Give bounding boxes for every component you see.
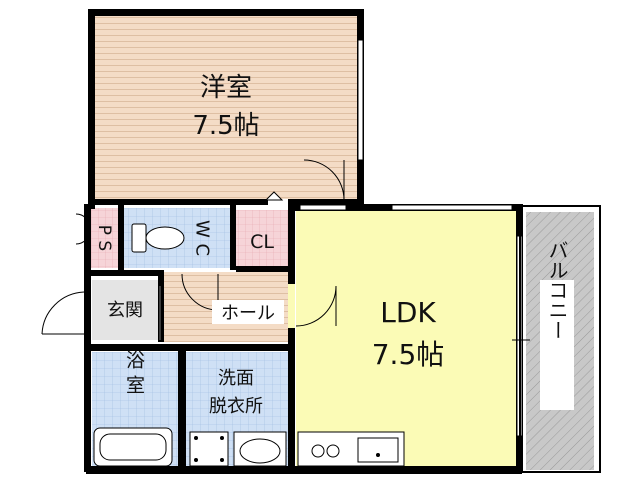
bathroom-label: 浴 室 (123, 350, 145, 394)
western-room-floor (94, 15, 358, 199)
wall (84, 344, 294, 351)
window (299, 204, 347, 211)
washing-machine-icon (189, 431, 229, 467)
door-swing (295, 285, 337, 327)
wall (158, 270, 164, 342)
closet-label: CL (250, 231, 274, 253)
balcony-railing (519, 205, 601, 473)
wall (288, 199, 364, 205)
door-swing (75, 229, 91, 245)
wall (84, 204, 91, 270)
ldk-floor (296, 210, 516, 466)
ps-label: P S (94, 225, 114, 251)
window (357, 39, 364, 161)
wall (88, 199, 268, 205)
entrance-label: 玄関 (107, 300, 143, 321)
door-swing (75, 213, 91, 229)
ldk-doorway (288, 284, 295, 328)
ps-floor (90, 208, 118, 268)
western-room-name: 洋室 (200, 73, 252, 103)
wall (88, 9, 364, 16)
door-swing (181, 273, 219, 311)
bathtub-icon (93, 427, 173, 467)
balcony-label: バルコニー (545, 240, 569, 340)
western-room-size: 7.5帖 (192, 111, 259, 141)
wall (84, 270, 164, 276)
ldk-name: LDK (380, 296, 436, 329)
hall-label: ホール (221, 303, 275, 324)
wall (86, 466, 522, 474)
washroom-label-line2: 脱衣所 (209, 396, 263, 417)
door-swing (41, 291, 85, 335)
closet-floor (236, 210, 288, 270)
wall (230, 204, 236, 270)
hall-label-bg (212, 300, 284, 324)
wall (84, 276, 91, 472)
wash-basin-icon (233, 431, 287, 467)
step-marker (264, 191, 284, 201)
balcony-label-bg (540, 280, 574, 410)
wall (178, 344, 186, 468)
kitchen-counter-icon (297, 431, 405, 467)
wall (118, 204, 124, 270)
entrance-floor (92, 280, 158, 340)
wall (236, 266, 294, 272)
ldk-size: 7.5帖 (372, 338, 445, 371)
door-swing (303, 159, 345, 201)
wall (88, 9, 95, 209)
washroom-label-line1: 洗面 (218, 368, 254, 389)
wc-label: W C (192, 220, 213, 256)
toilet-icon (131, 223, 185, 253)
wall (288, 204, 295, 472)
window (391, 204, 513, 211)
